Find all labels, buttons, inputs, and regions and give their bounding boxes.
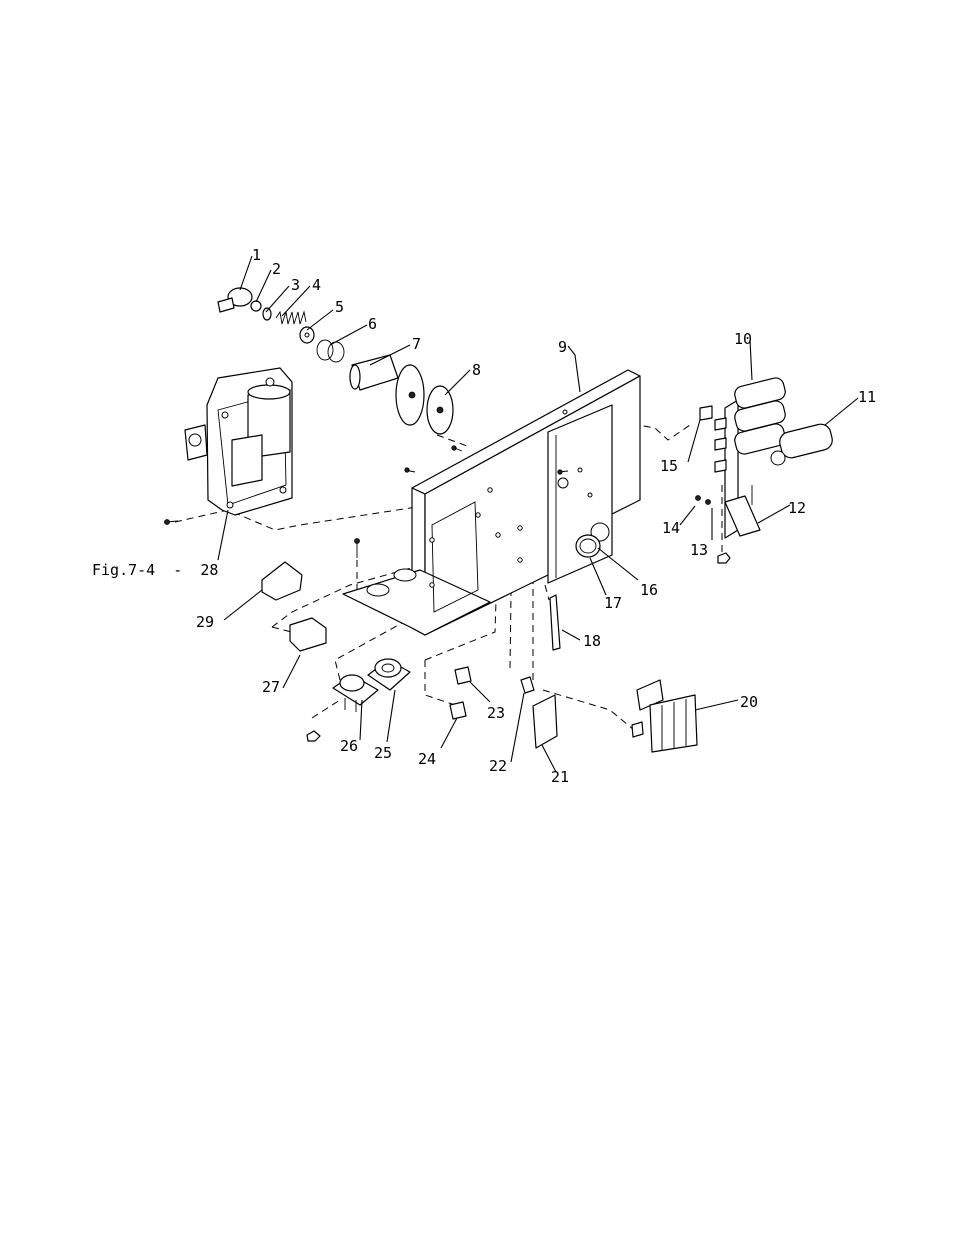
callout-6: 6 (368, 315, 377, 333)
callout-3: 3 (291, 276, 300, 294)
motor-assembly-part-28 (165, 368, 293, 525)
callout-5: 5 (335, 298, 344, 316)
callout-11: 11 (858, 388, 876, 406)
callout-18: 18 (583, 632, 601, 650)
callout-13: 13 (690, 541, 708, 559)
callout-21: 21 (551, 768, 569, 786)
callout-15: 15 (660, 457, 678, 475)
callout-27: 27 (262, 678, 280, 696)
callout-17: 17 (604, 594, 622, 612)
callout-26: 26 (340, 737, 358, 755)
callout-7: 7 (412, 335, 421, 353)
callout-14: 14 (662, 519, 680, 537)
callout-29: 29 (196, 613, 214, 631)
callout-10: 10 (734, 330, 752, 348)
callout-12: 12 (788, 499, 806, 517)
callout-16: 16 (640, 581, 658, 599)
capacitor-bank-parts-10-15 (696, 376, 835, 563)
callout-23: 23 (487, 704, 505, 722)
callout-8: 8 (472, 361, 481, 379)
figure-reference-label: Fig.7-4 - 28 (92, 561, 218, 579)
callout-9: 9 (558, 338, 567, 356)
callout-1: 1 (252, 246, 261, 264)
callout-4: 4 (312, 276, 321, 294)
callout-24: 24 (418, 750, 436, 768)
callout-25: 25 (374, 744, 392, 762)
callout-2: 2 (272, 260, 281, 278)
callout-22: 22 (489, 757, 507, 775)
main-panel-part-9 (343, 370, 640, 635)
callout-20: 20 (740, 693, 758, 711)
